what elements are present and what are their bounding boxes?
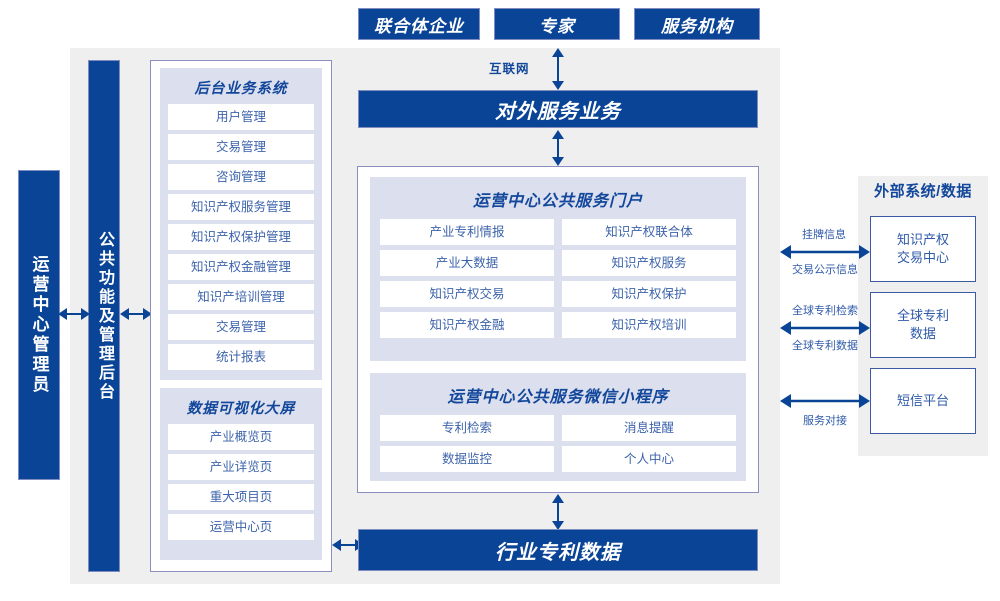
dataviz-item-list: 产业概览页 产业详览页 重大项目页 运营中心页	[168, 424, 314, 540]
public-service-portal-group: 运营中心公共服务门户 产业专利情报 知识产权联合体 产业大数据 知识产权服务 知…	[370, 177, 746, 361]
backend-item-list: 用户管理 交易管理 咨询管理 知识产权服务管理 知识产权保护管理 知识产权金融管…	[168, 104, 314, 370]
actor-box-consortium[interactable]: 联合体企业	[358, 8, 480, 40]
wechat-miniprogram-group: 运营中心公共服务微信小程序 专利检索 消息提醒 数据监控 个人中心	[370, 373, 746, 481]
external-box-sms-platform[interactable]: 短信平台	[870, 368, 976, 434]
backend-item[interactable]: 知识产权保护管理	[168, 224, 314, 250]
portal-item-grid: 产业专利情报 知识产权联合体 产业大数据 知识产权服务 知识产权交易 知识产权保…	[380, 219, 736, 338]
portal-item[interactable]: 知识产权交易	[380, 281, 554, 307]
service-to-portal-arrow-icon	[549, 130, 567, 166]
backend-item[interactable]: 用户管理	[168, 104, 314, 130]
connection-label-listing-info: 挂牌信息	[802, 229, 846, 241]
portal-item[interactable]: 知识产权联合体	[562, 219, 736, 245]
miniprogram-item-grid: 专利检索 消息提醒 数据监控 个人中心	[380, 415, 736, 472]
dataviz-item[interactable]: 产业概览页	[168, 424, 314, 450]
data-visualization-title: 数据可视化大屏	[186, 401, 296, 417]
backend-business-system-title: 后台业务系统	[194, 81, 288, 97]
portal-item[interactable]: 知识产权服务	[562, 250, 736, 276]
miniprogram-item[interactable]: 消息提醒	[562, 415, 736, 441]
backend-item[interactable]: 知识产权服务管理	[168, 194, 314, 220]
external-box-ip-trading-center[interactable]: 知识产权 交易中心	[870, 216, 976, 282]
backend-item[interactable]: 交易管理	[168, 314, 314, 340]
backend-item[interactable]: 知识产培训管理	[168, 284, 314, 310]
external-connector-arrow-icon	[780, 392, 870, 410]
portal-item[interactable]: 知识产权金融	[380, 312, 554, 338]
portal-item[interactable]: 知识产权培训	[562, 312, 736, 338]
portal-item[interactable]: 产业大数据	[380, 250, 554, 276]
industry-patent-data-bar[interactable]: 行业专利数据	[358, 529, 758, 571]
backend-item[interactable]: 知识产权金融管理	[168, 254, 314, 280]
internet-label: 互联网	[489, 62, 530, 76]
internet-arrow-icon	[549, 48, 567, 90]
connection-label-global-patent-search: 全球专利检索	[792, 305, 858, 317]
left-column-operator[interactable]: 运营中心管理员	[18, 170, 60, 480]
miniprogram-item[interactable]: 数据监控	[380, 446, 554, 472]
backend-item[interactable]: 咨询管理	[168, 164, 314, 190]
portal-item[interactable]: 知识产权保护	[562, 281, 736, 307]
miniprogram-item[interactable]: 个人中心	[562, 446, 736, 472]
external-systems-title: 外部系统/数据	[874, 183, 972, 200]
portal-title: 运营中心公共服务门户	[472, 193, 643, 210]
connection-label-trade-public-info: 交易公示信息	[792, 264, 858, 276]
miniprogram-title: 运营中心公共服务微信小程序	[447, 389, 669, 406]
external-service-bar[interactable]: 对外服务业务	[358, 90, 758, 128]
data-visualization-group: 数据可视化大屏 产业概览页 产业详览页 重大项目页 运营中心页	[160, 388, 322, 560]
left-column-public-backend[interactable]: 公共功能及管理后台	[88, 60, 120, 572]
backend-item[interactable]: 统计报表	[168, 344, 314, 370]
operator-to-backend-arrow-icon	[58, 305, 90, 323]
external-connector-arrow-icon	[780, 243, 870, 261]
connection-label-service-docking: 服务对接	[803, 415, 847, 427]
miniprogram-item[interactable]: 专利检索	[380, 415, 554, 441]
dataviz-item[interactable]: 产业详览页	[168, 454, 314, 480]
actor-box-service-org[interactable]: 服务机构	[634, 8, 760, 40]
dataviz-item[interactable]: 运营中心页	[168, 514, 314, 540]
actor-box-expert[interactable]: 专家	[494, 8, 620, 40]
backend-item[interactable]: 交易管理	[168, 134, 314, 160]
dataviz-item[interactable]: 重大项目页	[168, 484, 314, 510]
portal-to-industry-data-arrow-icon	[549, 494, 567, 530]
external-box-global-patent-data[interactable]: 全球专利 数据	[870, 292, 976, 358]
external-connector-arrow-icon	[780, 319, 870, 337]
connection-label-global-patent-data: 全球专利数据	[792, 340, 858, 352]
portal-item[interactable]: 产业专利情报	[380, 219, 554, 245]
backend-business-system-group: 后台业务系统 用户管理 交易管理 咨询管理 知识产权服务管理 知识产权保护管理 …	[160, 68, 322, 380]
backend-to-systems-arrow-icon	[120, 305, 152, 323]
